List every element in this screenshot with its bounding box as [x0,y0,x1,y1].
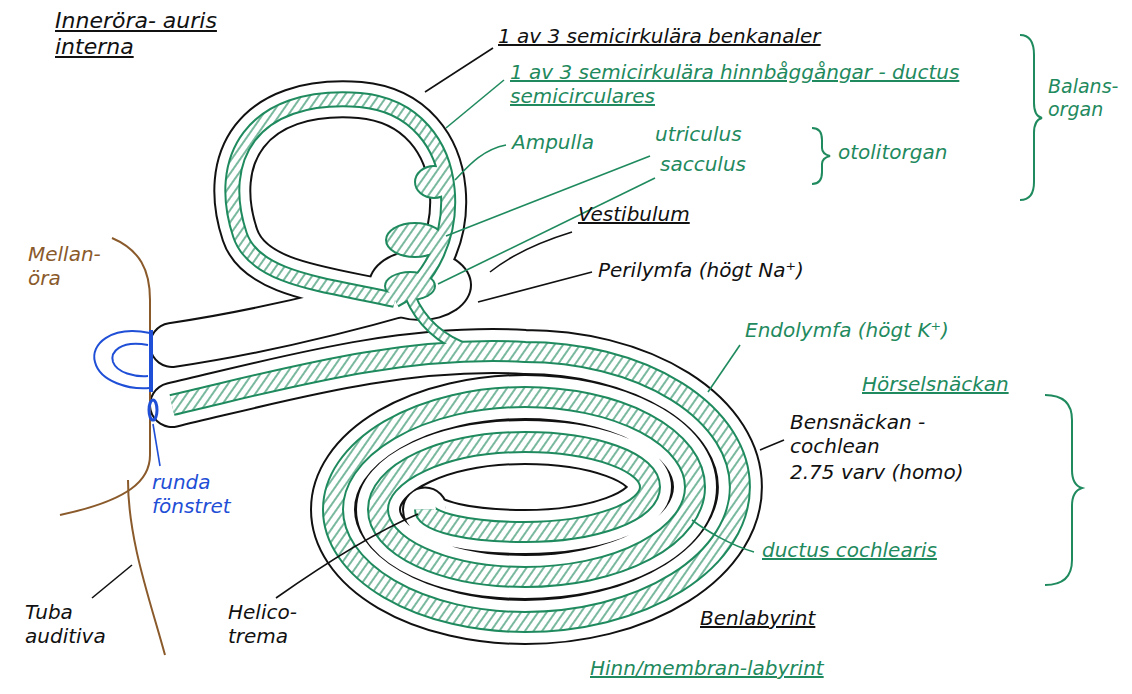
bony-labyrinth [172,99,740,622]
part-label: Hinn/membran-labyrint [590,656,824,680]
part-label: Benlabyrint [700,606,815,630]
part-label: Ampulla [512,130,594,154]
part-label: otolitorgan [838,140,947,164]
part-label: 1 av 3 semicirkulära benkanaler [498,24,821,48]
leader-lines [92,48,784,598]
part-label: Bensnäckan - cochlean [790,410,940,458]
part-label: 2.75 varv (homo) [790,460,964,484]
part-label: sacculus [660,152,746,176]
part-label: ductus cochlearis [762,538,937,562]
part-label: runda fönstret [152,470,252,518]
part-label: Tuba auditiva [25,600,125,648]
part-label: Endolymfa (högt K⁺) [745,318,949,342]
diagram-title: Inneröra- auris interna [55,8,225,61]
part-label: Mellan- öra [28,242,110,290]
part-label: Balans- organ [1048,75,1126,121]
part-label: utriculus [655,122,742,146]
part-label: Vestibulum [578,202,690,226]
stapes-and-windows [94,330,157,420]
middle-ear-outline [60,238,165,655]
part-label: Perilymfa (högt Na⁺) [598,258,804,282]
brackets [812,35,1082,585]
membranous-labyrinth [172,99,740,622]
part-label: Hörselsnäckan [862,372,1009,396]
part-label: Helico- trema [228,600,310,648]
part-label: 1 av 3 semicirkulära hinnbåggångar - duc… [510,60,980,108]
